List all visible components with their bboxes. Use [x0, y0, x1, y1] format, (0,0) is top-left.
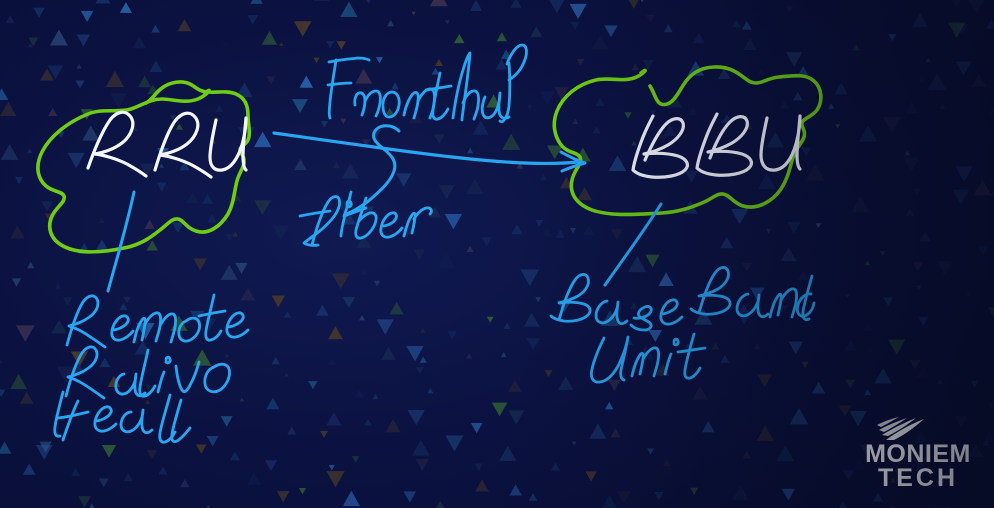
fiber-pointer-squiggle: [343, 124, 401, 217]
wing-icon: [877, 417, 924, 440]
fronthaul-connection-line: [272, 131, 580, 165]
fiber-label-text: [298, 195, 433, 247]
bbu-cloud-outline: [552, 65, 823, 217]
fronthaul-label-text: [326, 43, 528, 124]
logo-line-1: MONIEM: [865, 440, 971, 468]
fronthaul-arrowhead-icon: [559, 150, 587, 173]
logo-line-2: TECH: [877, 464, 959, 492]
rru-caption-text: [53, 293, 250, 444]
bbu-label-leader-line: [603, 202, 663, 287]
bbu-caption-text: [549, 266, 816, 384]
logo-wordmark: MONIEM TECH: [860, 440, 976, 492]
moniem-tech-logo: MONIEM TECH: [860, 416, 976, 492]
bbu-title-text: [631, 112, 802, 179]
rru-title-text: [86, 110, 248, 179]
rru-label-leader-line: [106, 190, 136, 293]
rru-cloud-outline: [36, 80, 252, 254]
